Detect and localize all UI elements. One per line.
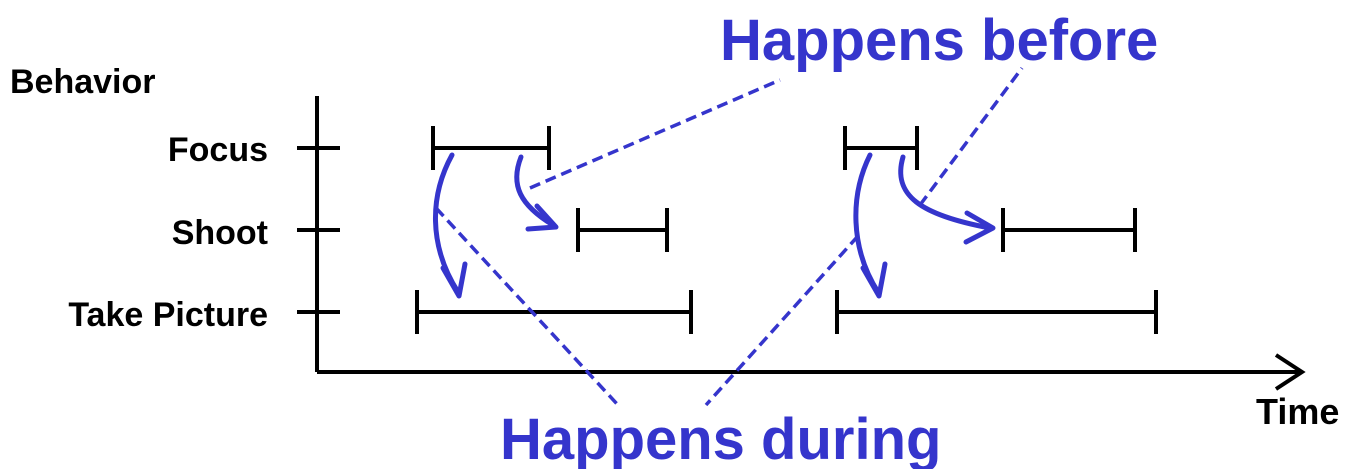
annotation-happens-during: Happens during	[500, 407, 941, 469]
interval-shoot-1	[576, 208, 669, 252]
arrowhead-before-2	[963, 210, 996, 245]
leader-during-1	[434, 206, 620, 407]
row-label-focus: Focus	[168, 131, 268, 169]
annotation-happens-before: Happens before	[720, 8, 1158, 73]
interval-shoot-2	[1001, 208, 1137, 252]
row-label-shoot: Shoot	[172, 214, 268, 252]
arrow-before-1	[514, 154, 556, 228]
x-axis-arrowhead	[1274, 353, 1306, 391]
annotation-leaders	[434, 66, 1024, 407]
arrowhead-during-1	[440, 261, 468, 299]
relation-arrows	[432, 152, 996, 299]
leader-during-2	[704, 234, 860, 407]
arrow-before-2	[898, 154, 993, 231]
leader-before-2	[918, 66, 1024, 207]
arrowhead-during-2	[860, 261, 888, 299]
x-axis-label: Time	[1256, 391, 1339, 432]
leader-before-1	[529, 78, 781, 190]
interval-take-picture-2	[835, 290, 1158, 334]
row-label-take-picture: Take Picture	[68, 296, 268, 334]
axes	[297, 96, 1306, 391]
y-axis-label: Behavior	[10, 63, 156, 101]
interval-take-picture-1	[415, 290, 693, 334]
interval-focus-2	[843, 126, 919, 170]
arrowhead-before-1	[525, 203, 559, 232]
interval-focus-1	[431, 126, 551, 170]
